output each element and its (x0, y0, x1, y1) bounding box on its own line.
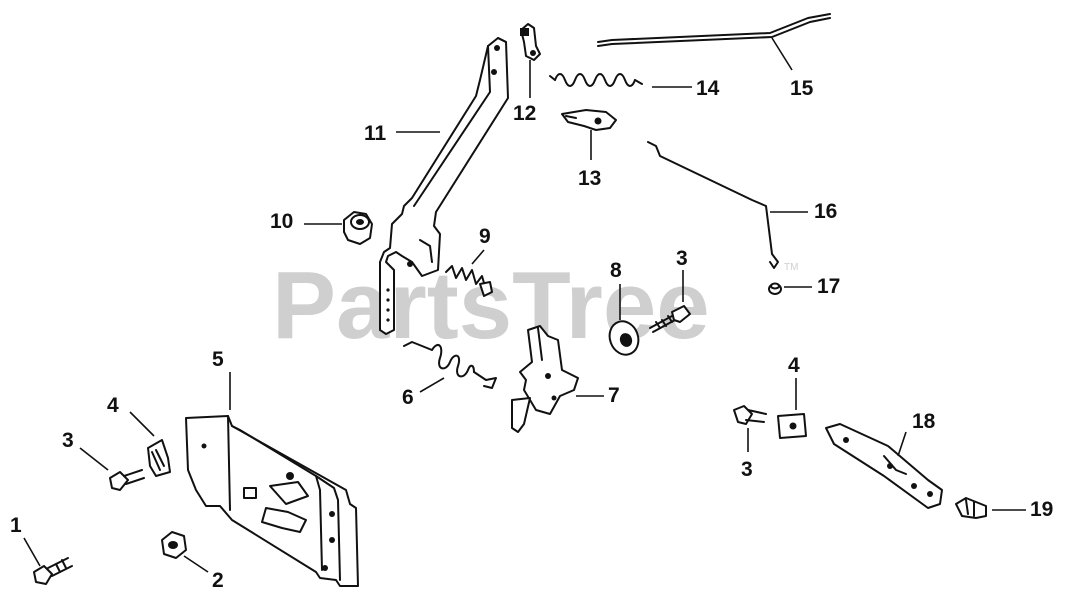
leader-9 (471, 249, 485, 265)
callout-2[interactable]: 2 (212, 569, 224, 592)
part-3-screw-left[interactable] (109, 469, 145, 491)
part-2-nut[interactable] (161, 531, 187, 559)
part-5-control-plate[interactable] (185, 415, 359, 587)
part-9-spring[interactable] (445, 265, 493, 297)
callout-7[interactable]: 7 (608, 384, 620, 407)
callout-13[interactable]: 13 (578, 167, 601, 190)
part-11-governor-lever[interactable] (379, 37, 509, 335)
part-6-extension-spring[interactable] (403, 341, 497, 389)
callout-6[interactable]: 6 (402, 386, 414, 409)
part-13-bracket[interactable] (561, 109, 617, 131)
callout-18[interactable]: 18 (912, 410, 936, 433)
part-18-link-plate[interactable] (825, 423, 943, 509)
callout-11[interactable]: 11 (364, 122, 387, 145)
leader-18 (897, 431, 907, 457)
callout-14[interactable]: 14 (696, 77, 720, 100)
leader-3-left (79, 447, 109, 471)
leader-1 (23, 537, 41, 567)
part-8-washer[interactable] (605, 317, 643, 359)
callout-12[interactable]: 12 (513, 102, 536, 125)
callout-8[interactable]: 8 (610, 259, 622, 282)
watermark-trademark: TM (784, 262, 798, 273)
part-3-screw-right[interactable] (733, 405, 767, 425)
leader-2 (183, 555, 209, 573)
part-16-link-rod[interactable] (647, 141, 779, 269)
callout-1[interactable]: 1 (10, 514, 22, 537)
part-4-speed-nut-right[interactable] (777, 413, 807, 439)
part-3-screw-center[interactable] (649, 305, 691, 333)
callout-5[interactable]: 5 (212, 348, 224, 371)
part-4-speed-nut-left[interactable] (147, 439, 171, 477)
callout-9[interactable]: 9 (479, 225, 491, 248)
callout-4-left[interactable]: 4 (107, 394, 119, 417)
part-17-bushing[interactable] (768, 282, 782, 295)
callout-16[interactable]: 16 (814, 200, 837, 223)
callout-3-right[interactable]: 3 (741, 458, 753, 481)
part-15-throttle-rod[interactable] (597, 13, 831, 47)
callout-10[interactable]: 10 (270, 210, 293, 233)
callout-15[interactable]: 15 (790, 77, 814, 100)
leader-4-left (129, 411, 155, 437)
leader-15 (771, 37, 793, 71)
part-14-spring[interactable] (549, 73, 643, 87)
callout-3-left[interactable]: 3 (62, 429, 74, 452)
callout-3-center[interactable]: 3 (676, 247, 688, 270)
part-12-clip[interactable] (520, 23, 541, 61)
part-19-stud[interactable] (955, 497, 987, 519)
watermark-text: PartsTree (272, 252, 710, 359)
part-7-bracket[interactable] (511, 325, 579, 433)
callout-17[interactable]: 17 (817, 275, 840, 298)
callout-19[interactable]: 19 (1030, 498, 1053, 521)
part-10-bushing[interactable] (343, 211, 373, 245)
callout-4-right[interactable]: 4 (788, 354, 800, 377)
leader-6 (419, 377, 445, 393)
part-1-bolt[interactable] (33, 557, 73, 585)
